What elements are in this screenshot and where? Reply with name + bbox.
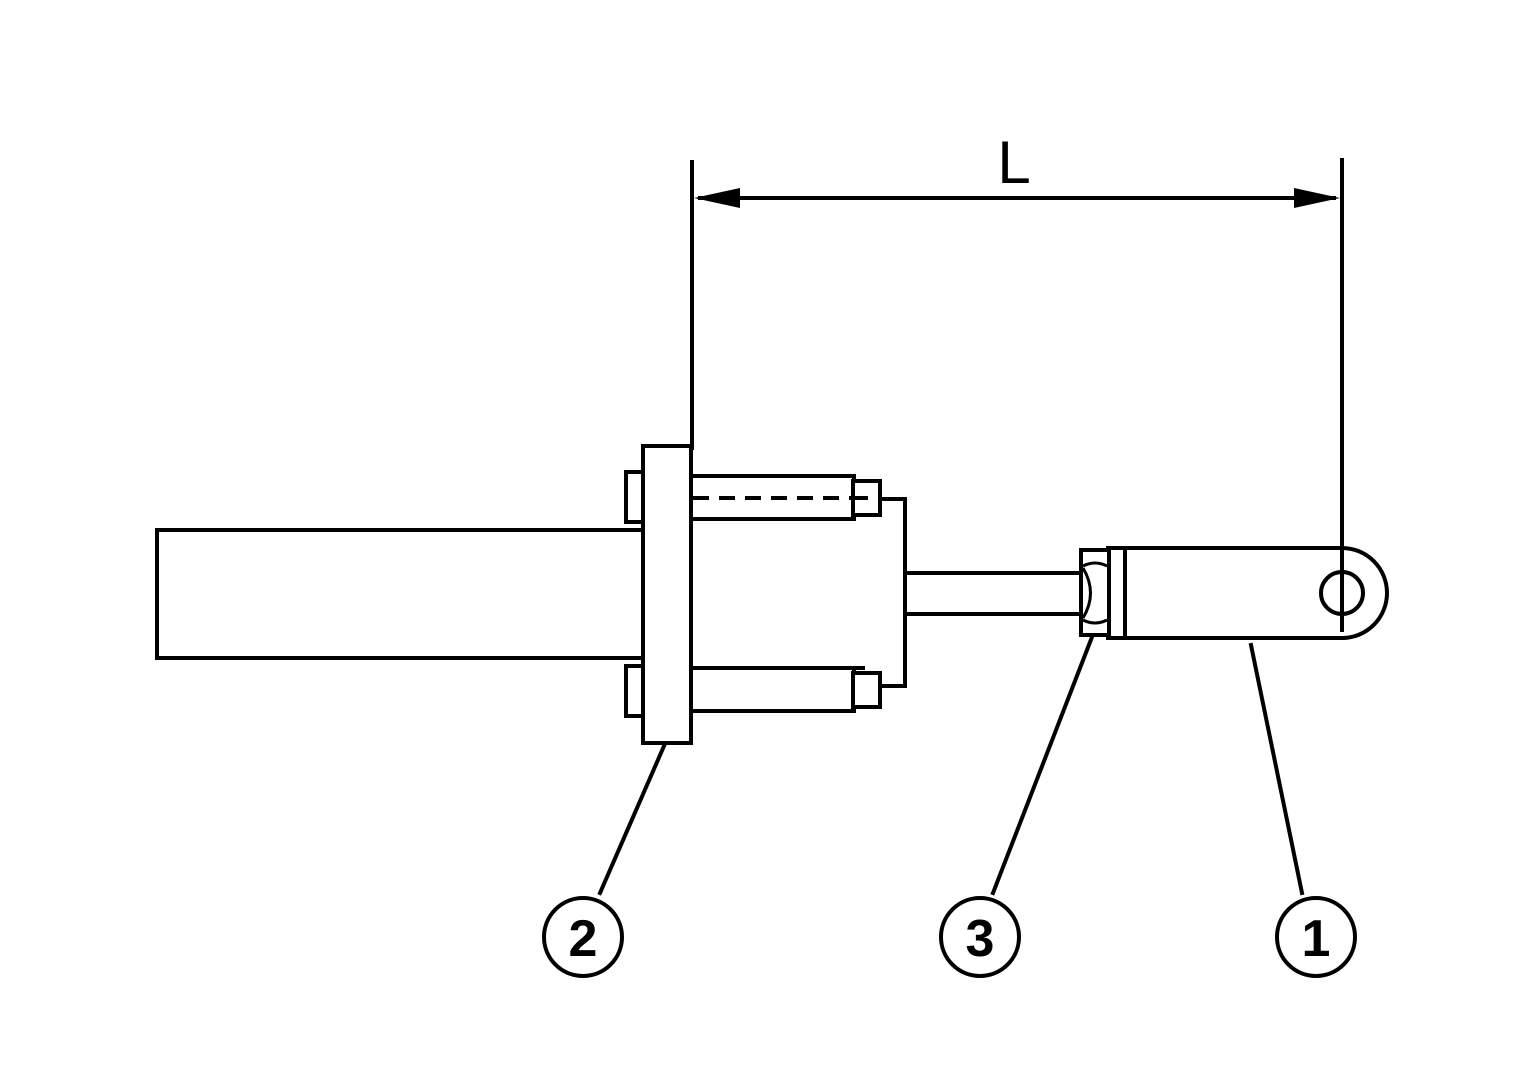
cylinder-body xyxy=(155,528,645,660)
clevis-rounded-end xyxy=(1339,545,1389,641)
callout-1: 1 xyxy=(1275,896,1357,978)
arrowhead-left xyxy=(694,188,740,208)
arrowhead-right xyxy=(1294,188,1340,208)
flange xyxy=(641,444,693,745)
callout-circle-2 xyxy=(542,896,624,978)
leader-line-3 xyxy=(990,634,1095,896)
callout-circle-1 xyxy=(1275,896,1357,978)
leader-line-2 xyxy=(597,743,667,896)
leader-line-1 xyxy=(1248,642,1305,896)
callout-label-2: 2 xyxy=(569,910,598,968)
housing-outline xyxy=(878,497,907,688)
stud-shank-lower xyxy=(689,666,856,713)
stud-bolt-upper xyxy=(689,474,882,521)
callout-3: 3 xyxy=(939,896,1021,978)
lock-nut xyxy=(1079,548,1111,637)
clevis xyxy=(1106,545,1389,641)
stud-bolt-lower xyxy=(689,666,882,713)
clevis-pin-hole xyxy=(1319,570,1365,616)
stud-nut-lower xyxy=(851,671,882,709)
callout-label-1: 1 xyxy=(1302,910,1331,968)
lock-nut-chamfer xyxy=(1081,561,1108,625)
callout-2: 2 xyxy=(542,896,624,978)
callout-label-3: 3 xyxy=(966,910,995,968)
dimension-label: L xyxy=(997,129,1030,196)
callout-circle-3 xyxy=(939,896,1021,978)
dimension-l: L xyxy=(690,129,1344,632)
